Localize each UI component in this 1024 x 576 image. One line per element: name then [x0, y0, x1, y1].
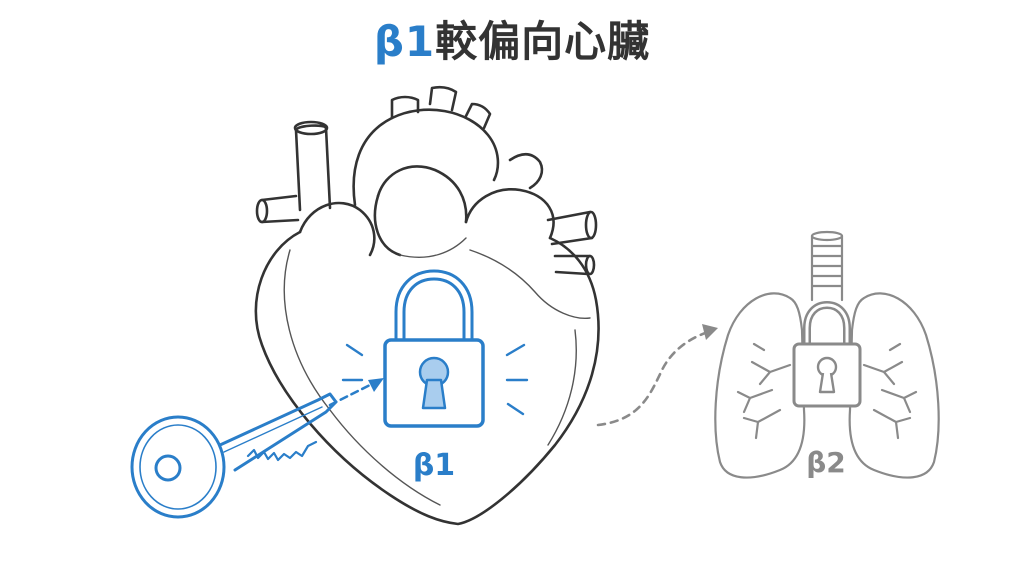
lock-glow-marks — [341, 343, 529, 416]
key-arrow — [328, 378, 384, 407]
lung-receptor-label: β2 — [806, 446, 846, 479]
lung-padlock-icon — [792, 300, 862, 408]
heart-icon — [254, 85, 600, 526]
page-title: β1較偏向心臟 — [0, 14, 1024, 70]
heart-receptor-label: β1 — [413, 448, 455, 483]
title-text: 較偏向心臟 — [435, 17, 651, 66]
title-accent: β1 — [373, 17, 436, 66]
key-icon — [130, 392, 338, 519]
lungs-arrow — [596, 324, 718, 427]
lungs-icon — [714, 230, 940, 479]
heart-padlock-icon — [383, 269, 485, 428]
